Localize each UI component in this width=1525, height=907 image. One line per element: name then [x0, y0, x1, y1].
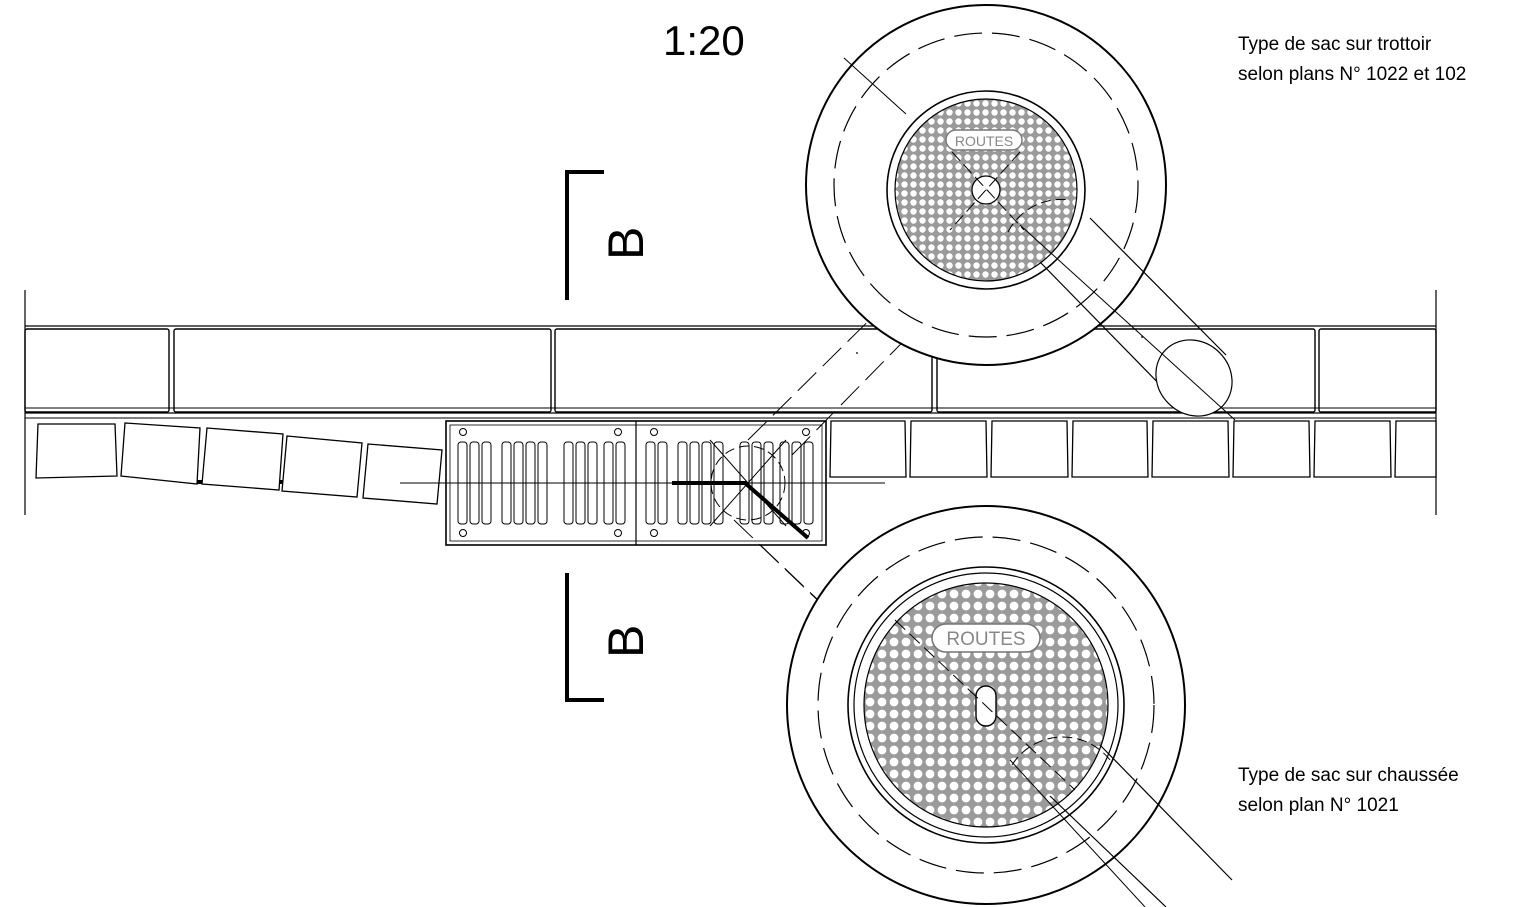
- note-road-line2: selon plan N° 1021: [1238, 795, 1399, 816]
- note-sidewalk-inlet: Type de sac sur trottoir selon plans N° …: [1238, 34, 1466, 85]
- sidewalk-inlet: [805, 4, 1236, 421]
- outlet-pipe-line: [672, 439, 810, 540]
- paving-stones: [35, 420, 1437, 505]
- section-b-bottom-marker: [565, 573, 604, 702]
- section-b-top-marker: [565, 170, 604, 300]
- scale-label: 1:20: [663, 17, 745, 64]
- sidewalk-inlet-badge: ROUTES: [945, 129, 1023, 151]
- road-badge-text: ROUTES: [946, 629, 1025, 650]
- note-road-inlet: Type de sac sur chaussée selon plan N° 1…: [1238, 765, 1459, 816]
- road-inlet: [786, 505, 1233, 907]
- note-sidewalk-line1: Type de sac sur trottoir: [1238, 34, 1432, 55]
- note-sidewalk-line2: selon plans N° 1022 et 102: [1238, 64, 1466, 85]
- tick-marks: [856, 336, 1143, 354]
- section-b-bottom-label: B: [598, 625, 654, 658]
- gutter-grate: [400, 420, 885, 546]
- road-inlet-badge: ROUTES: [931, 623, 1041, 653]
- note-road-line1: Type de sac sur chaussée: [1238, 765, 1459, 786]
- sidewalk-badge-text: ROUTES: [955, 133, 1013, 149]
- section-b-top-label: B: [598, 227, 654, 260]
